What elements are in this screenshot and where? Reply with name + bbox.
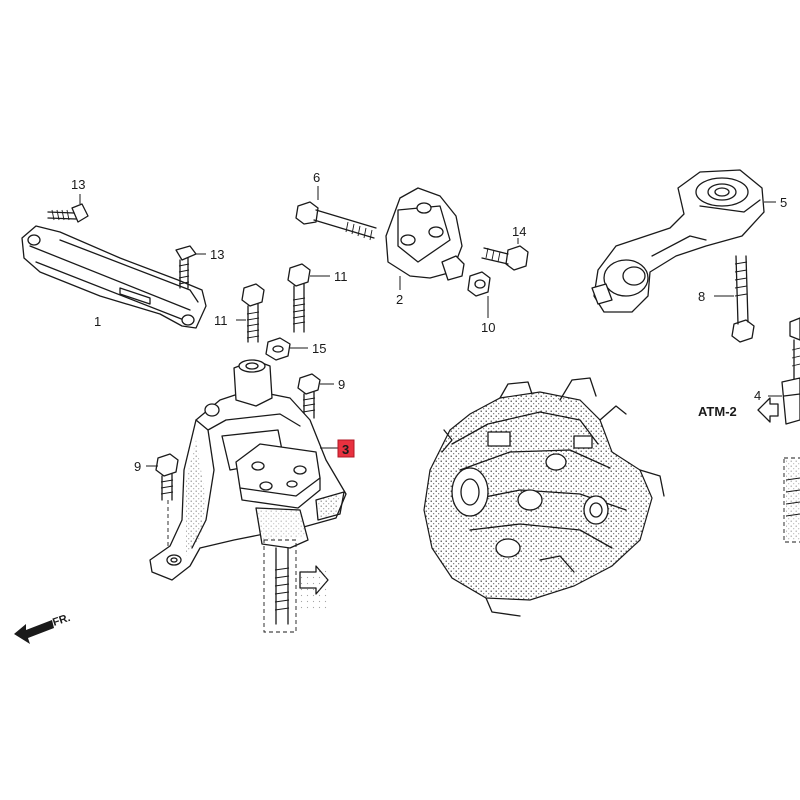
bolt-11-right — [287, 263, 330, 333]
front-label: FR. — [51, 612, 72, 629]
callout-10: 10 — [481, 320, 495, 335]
upper-mount-bracket-part — [385, 187, 465, 290]
callout-14: 14 — [512, 224, 526, 239]
callout-3-highlight: 3 — [337, 439, 355, 458]
bolt-13-lower — [175, 245, 206, 289]
transmission-mount-part — [149, 359, 347, 633]
callout-1: 1 — [94, 314, 101, 329]
callout-11-left: 11 — [214, 313, 228, 328]
callout-4: 4 — [754, 388, 761, 403]
callout-9-left: 9 — [134, 459, 141, 474]
callout-13-upper: 13 — [71, 177, 85, 192]
bolt-11-left — [236, 283, 265, 343]
nut-15 — [265, 337, 308, 361]
bolt-14 — [481, 238, 529, 271]
reference-atm-2: ATM-2 — [698, 404, 737, 419]
bolt-13-upper — [47, 194, 89, 223]
bolt-6 — [295, 186, 377, 241]
bolt-10 — [467, 271, 491, 318]
front-direction-arrow — [14, 620, 54, 644]
callout-9-upper: 9 — [338, 377, 345, 392]
callout-11-right: 11 — [334, 269, 348, 284]
callout-5: 5 — [780, 195, 787, 210]
callout-3: 3 — [342, 442, 349, 457]
bolt-9-upper — [297, 373, 334, 419]
callout-8: 8 — [698, 289, 705, 304]
rear-mount-rod-part — [591, 169, 776, 313]
stiffener-bracket-part — [21, 225, 207, 329]
callout-15: 15 — [312, 341, 326, 356]
callout-6: 6 — [313, 170, 320, 185]
callout-13-lower: 13 — [210, 247, 224, 262]
callout-2: 2 — [396, 292, 403, 307]
engine-assembly-illustration — [423, 377, 665, 617]
bolt-8 — [714, 255, 755, 343]
side-mount-partial — [757, 317, 800, 543]
